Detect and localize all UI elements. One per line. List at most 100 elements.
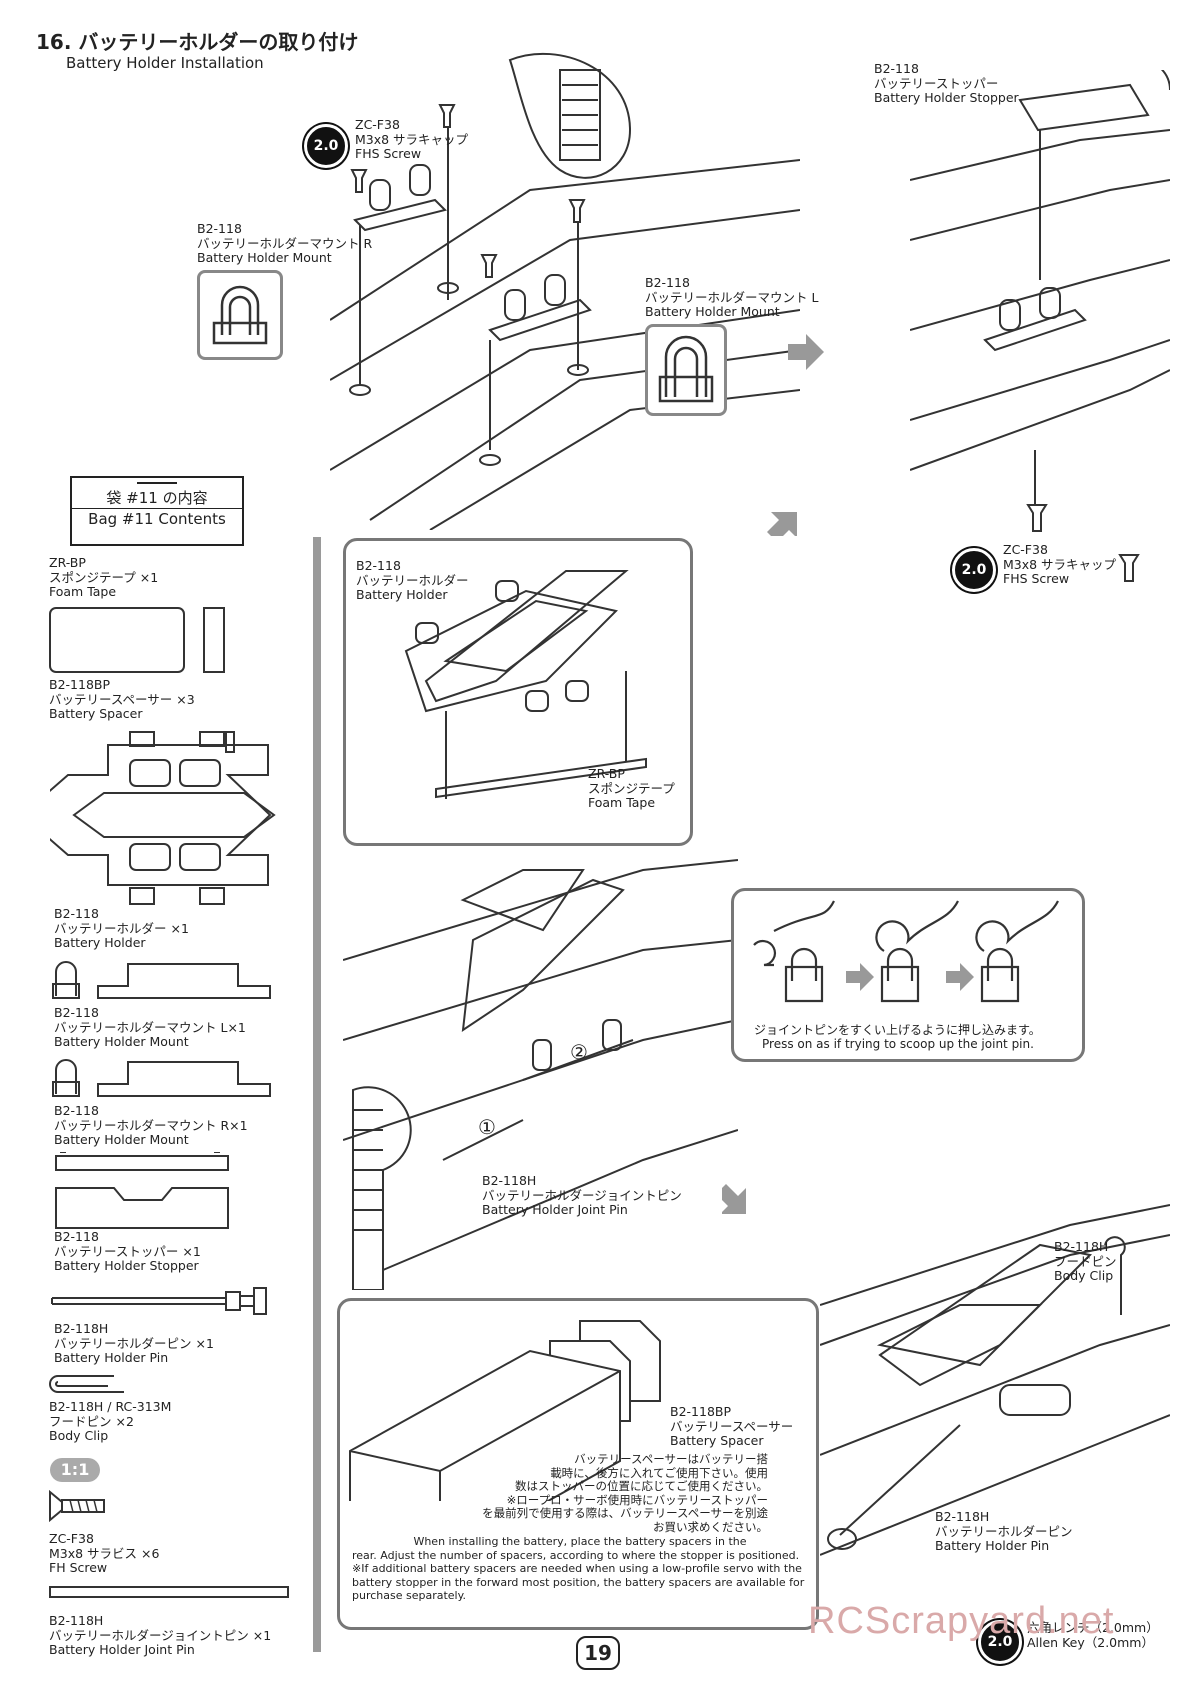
content-code: ZR-BP — [49, 555, 86, 570]
note-line: お買い求めください。 — [653, 1519, 768, 1534]
scoop-note-jp: ジョイントピンをすくい上げるように押し込みます。 — [754, 1023, 1041, 1037]
battery-holder-drawing — [50, 731, 276, 905]
content-en: Battery Holder Mount — [54, 1132, 189, 1147]
step-title-jp: 16. バッテリーホルダーの取り付け — [36, 30, 359, 54]
content-item: B2-118 バッテリーホルダー ×1 Battery Holder — [54, 906, 189, 951]
content-item: B2-118 バッテリーストッパー ×1 Battery Holder Stop… — [54, 1229, 201, 1274]
content-en: Body Clip — [49, 1428, 109, 1443]
label-jp: バッテリーストッパー — [874, 75, 999, 91]
hex-wrench-icon: 2.0 — [304, 124, 348, 168]
label-jp: フードピン — [1054, 1253, 1117, 1269]
mount-l-sideview — [645, 324, 727, 416]
label-code: B2-118H — [1054, 1239, 1109, 1254]
holder-install-illustration — [343, 859, 738, 1290]
mount-r-icon — [212, 285, 268, 345]
label-jp: バッテリーホルダーピン — [935, 1523, 1073, 1539]
label-en: Foam Tape — [588, 795, 656, 810]
content-jp: バッテリーホルダーピン ×1 — [54, 1335, 214, 1351]
label-jp: バッテリーホルダージョイントピン — [482, 1187, 682, 1203]
content-jp: スポンジテープ ×1 — [49, 569, 159, 585]
column-divider — [313, 537, 321, 1652]
scoop-sequence-illustration — [753, 900, 1059, 1003]
mount-r-sideview — [197, 270, 283, 360]
content-en: Battery Holder Stopper — [54, 1258, 199, 1273]
mount-l-drawing — [52, 961, 271, 999]
label-en: Allen Key（2.0mm） — [1027, 1634, 1154, 1650]
spacer-note-jp: バッテリースペーサーはバッテリー搭 載時に、後方に入れてご使用下さい。使用 数は… — [482, 1452, 768, 1534]
label-jp: M3x8 サラキャップ — [1003, 556, 1117, 572]
next-arrow-icon — [788, 334, 824, 370]
label-spacer: B2-118BP バッテリースペーサー Battery Spacer — [670, 1404, 793, 1449]
content-en: Battery Holder Mount — [54, 1034, 189, 1049]
note-line: purchase separately. — [352, 1589, 467, 1602]
bag-title-jp: 袋 #11 の内容 — [106, 489, 208, 507]
label-screw-top: ZC-F38 M3x8 サラキャップ FHS Screw — [355, 117, 469, 162]
label-en: Battery Holder Pin — [935, 1538, 1050, 1553]
label-en: Battery Holder Mount — [645, 304, 780, 319]
label-jp: バッテリーホルダーマウント R — [197, 235, 373, 251]
label-en: Battery Holder Stopper — [874, 90, 1019, 105]
step-title-en: Battery Holder Installation — [66, 54, 264, 72]
content-item: B2-118H バッテリーホルダーピン ×1 Battery Holder Pi… — [54, 1321, 214, 1366]
content-item: B2-118BP バッテリースペーサー ×3 Battery Spacer — [49, 677, 195, 722]
label-code: B2-118 — [356, 558, 401, 573]
body-clip-icon — [49, 1375, 124, 1393]
content-jp: M3x8 サラビス ×6 — [49, 1545, 160, 1561]
note-line: ※If additional battery spacers are neede… — [352, 1562, 802, 1575]
label-body-clip: B2-118H フードピン Body Clip — [1054, 1239, 1117, 1284]
label-holder: B2-118 バッテリーホルダー Battery Holder — [356, 558, 469, 603]
label-en: FHS Screw — [1003, 571, 1070, 586]
holder-pin-drawing — [51, 1287, 267, 1315]
label-code: B2-118H — [482, 1173, 537, 1188]
content-code: B2-118 — [54, 1229, 99, 1244]
final-assembly-illustration — [820, 1204, 1170, 1556]
label-code: B2-118 — [645, 275, 690, 290]
content-code: B2-118 — [54, 1005, 99, 1020]
label-code: B2-118H — [935, 1509, 990, 1524]
content-jp: バッテリーホルダーマウント L×1 — [54, 1019, 246, 1035]
content-jp: バッテリーホルダー ×1 — [54, 920, 189, 936]
content-item: B2-118H バッテリーホルダージョイントピン ×1 Battery Hold… — [49, 1613, 271, 1658]
content-jp: バッテリーストッパー ×1 — [54, 1243, 201, 1259]
content-item: ZC-F38 M3x8 サラビス ×6 FH Screw — [49, 1531, 160, 1576]
label-jp: 六角レンチ（2.0mm） — [1027, 1620, 1159, 1635]
label-en: Battery Holder — [356, 587, 448, 602]
label-mount-r: B2-118 バッテリーホルダーマウント R Battery Holder Mo… — [197, 221, 373, 266]
bag-contents-header: 袋 #11 の内容 Bag #11 Contents — [70, 476, 244, 546]
content-item: ZR-BP スポンジテープ ×1 Foam Tape — [49, 555, 159, 600]
stopper-drawing — [55, 1152, 229, 1229]
label-jp: M3x8 サラキャップ — [355, 131, 469, 147]
step-title: 16. バッテリーホルダーの取り付け Battery Holder Instal… — [36, 30, 358, 72]
content-code: B2-118 — [54, 906, 99, 921]
content-en: Foam Tape — [49, 584, 117, 599]
note-line: battery stopper in the forward most posi… — [352, 1575, 805, 1589]
fh-screw-icon — [49, 1490, 105, 1522]
content-item: B2-118H / RC-313M フードピン ×2 Body Clip — [49, 1399, 172, 1444]
label-code: ZC-F38 — [1003, 542, 1048, 557]
label-en: FHS Screw — [355, 146, 422, 161]
step-number-2: ② — [570, 1040, 588, 1064]
note-line: バッテリースペーサーはバッテリー搭 — [574, 1452, 768, 1466]
note-line: When installing the battery, place the b… — [413, 1535, 747, 1548]
scoop-detail-callout: ジョイントピンをすくい上げるように押し込みます。 Press on as if … — [731, 888, 1085, 1062]
label-en: Body Clip — [1054, 1268, 1114, 1283]
note-line: ※ロープロ・サーボ使用時にバッテリーストッパー — [506, 1492, 768, 1507]
label-code: ZR-BP — [588, 766, 625, 781]
foam-tape-drawing — [49, 607, 225, 673]
label-joint-pin: B2-118H バッテリーホルダージョイントピン Battery Holder … — [482, 1173, 682, 1218]
scale-badge: 1:1 — [50, 1458, 100, 1482]
battery-spacer-illustration — [349, 1320, 661, 1501]
step-number-1: ① — [478, 1115, 496, 1139]
label-jp: バッテリーホルダーマウント L — [645, 289, 819, 305]
content-code: B2-118H / RC-313M — [49, 1399, 172, 1414]
label-holder-pin: B2-118H バッテリーホルダーピン Battery Holder Pin — [935, 1509, 1073, 1554]
label-en: Battery Holder Mount — [197, 250, 332, 265]
label-code: ZC-F38 — [355, 117, 400, 132]
label-en: Battery Spacer — [670, 1433, 764, 1448]
content-code: ZC-F38 — [49, 1531, 94, 1546]
down-left-arrow-icon — [767, 512, 797, 536]
label-allen-key: 六角レンチ（2.0mm） Allen Key（2.0mm） — [1027, 1620, 1159, 1650]
hex-wrench-icon: 2.0 — [952, 548, 996, 592]
label-jp: バッテリーホルダー — [356, 572, 469, 588]
watermark: RCScrapyard.net — [808, 1600, 1115, 1642]
